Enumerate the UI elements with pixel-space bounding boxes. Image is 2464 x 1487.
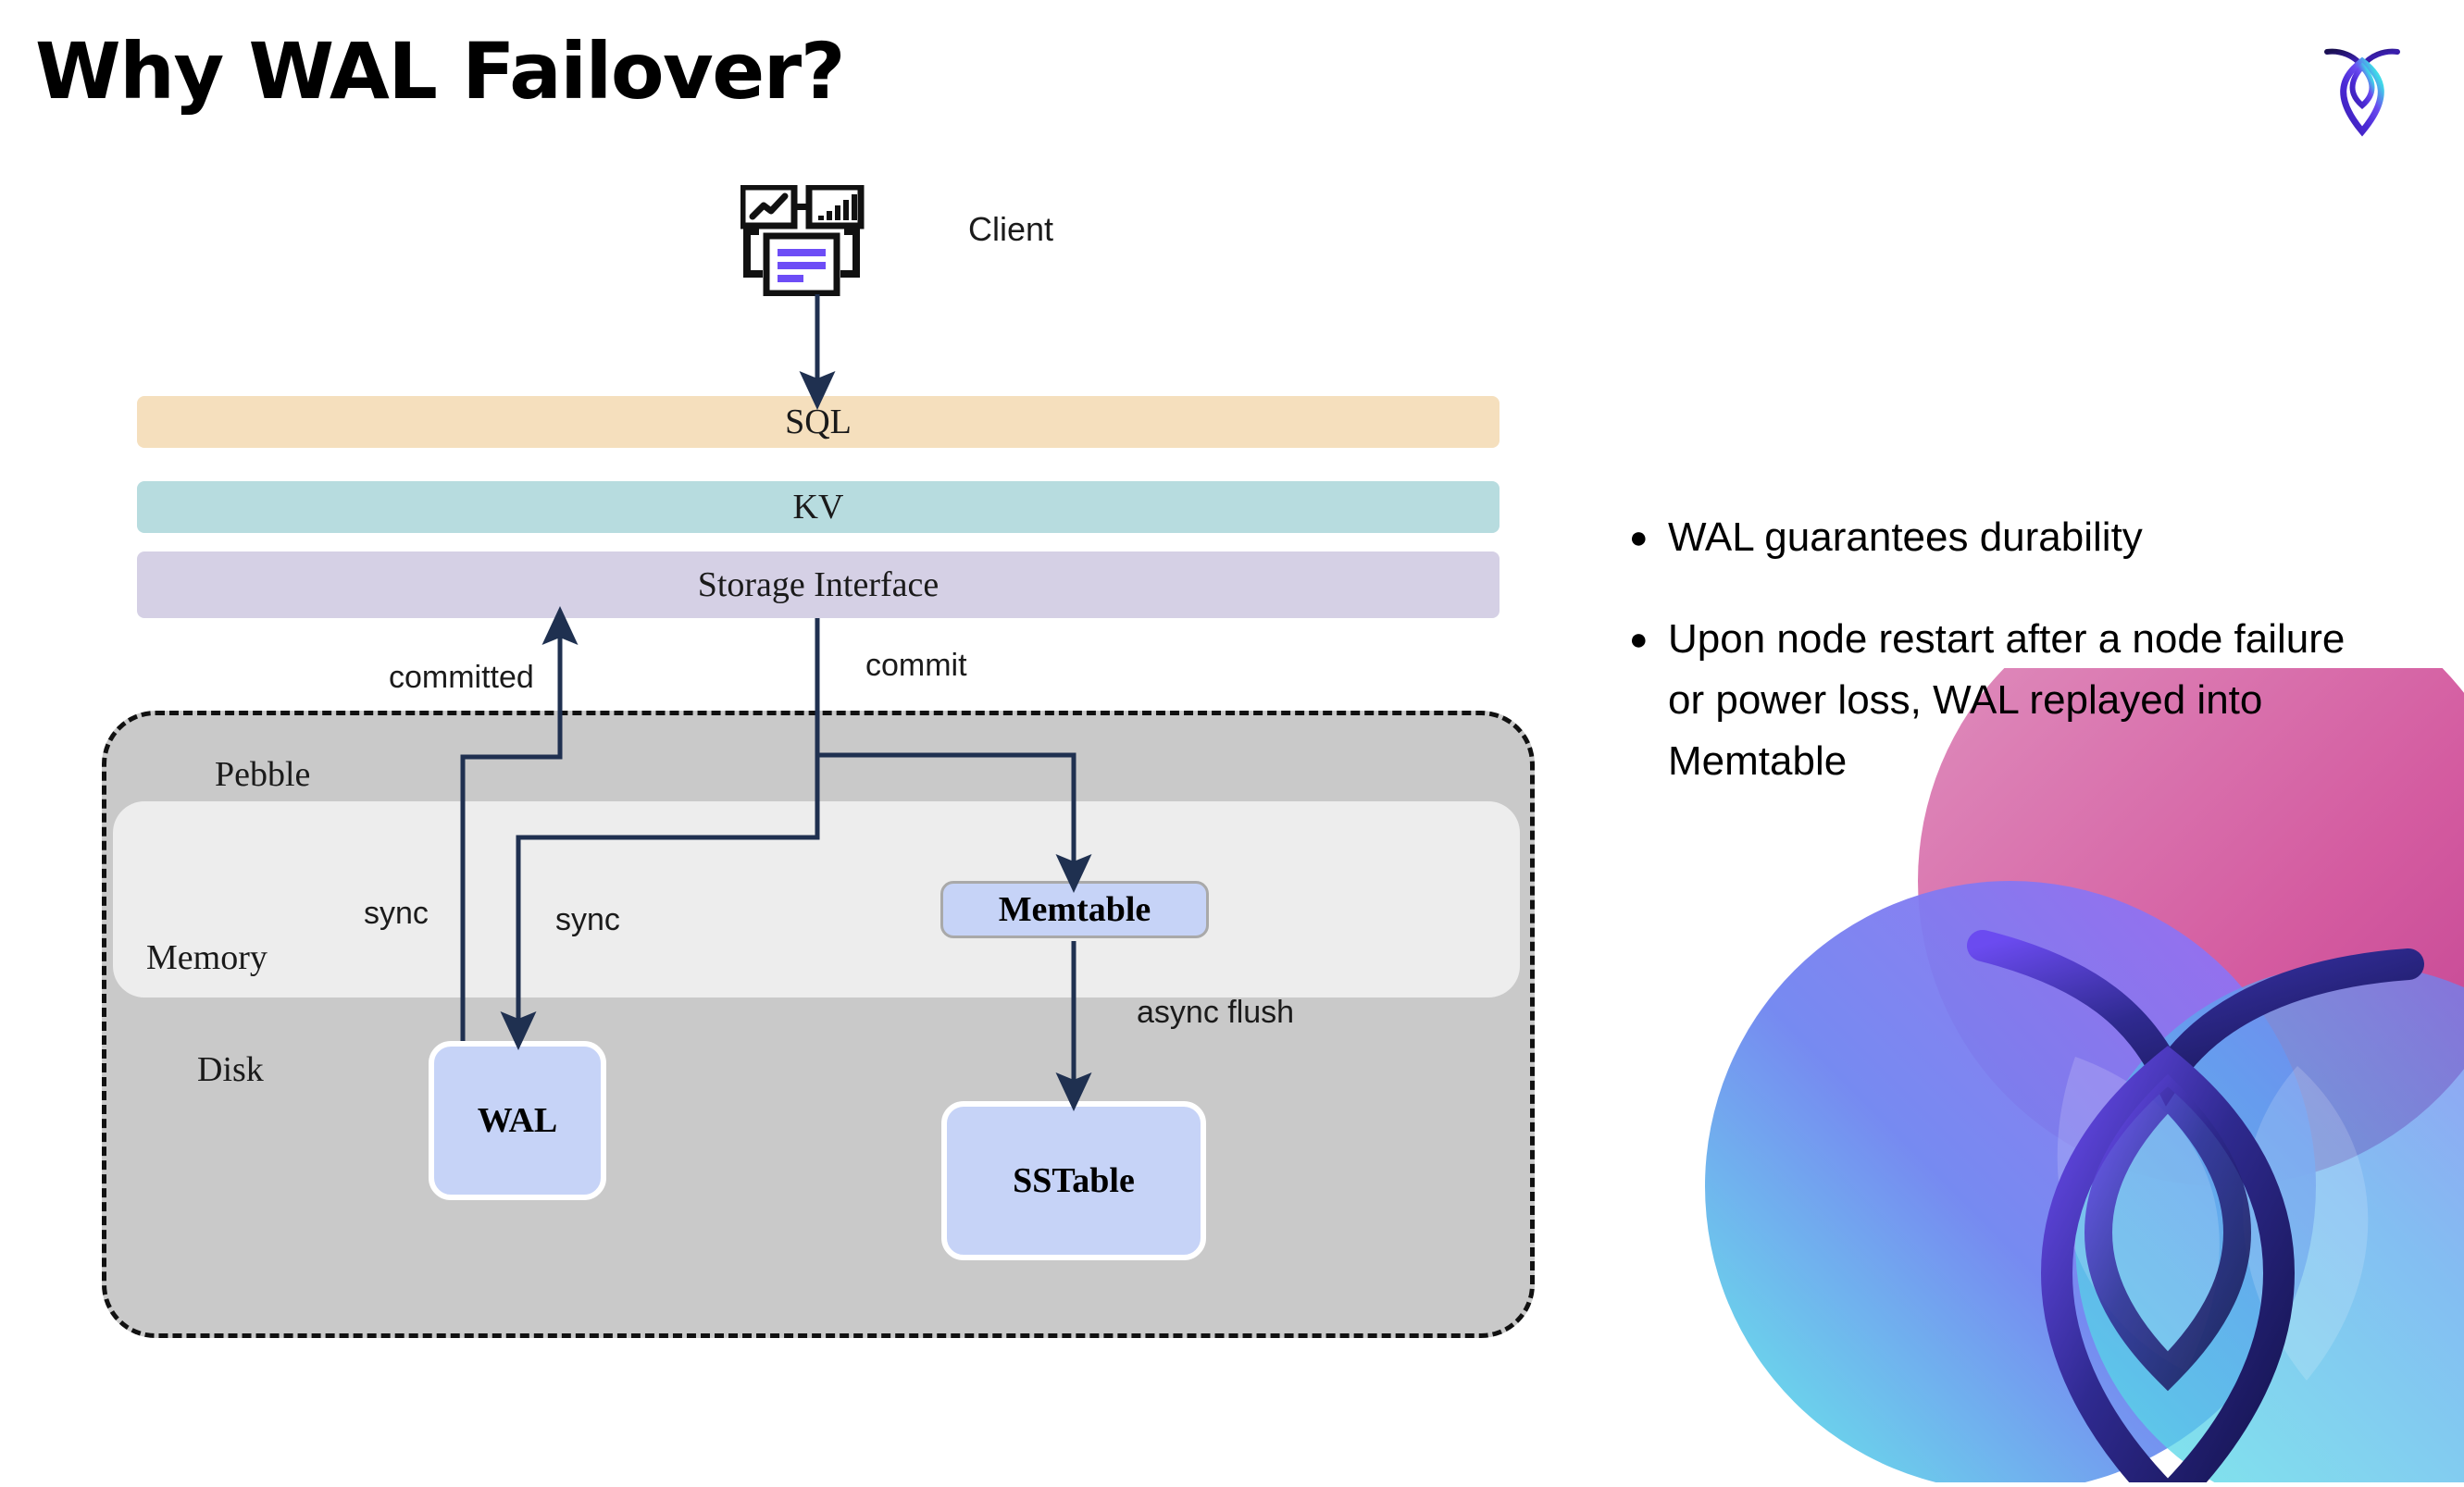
bullet-text: Upon node restart after a node failure o… — [1668, 616, 2346, 784]
layer-label-kv: KV — [792, 488, 844, 527]
node-sstable-label: SSTable — [1013, 1161, 1135, 1200]
node-wal-label: WAL — [477, 1101, 558, 1140]
list-item: ● Upon node restart after a node failure… — [1629, 609, 2388, 792]
edge-label-commit: commit — [865, 648, 967, 683]
layer-label-storage-interface: Storage Interface — [697, 565, 940, 604]
client-label: Client — [968, 210, 1054, 248]
bullet-list: ● WAL guarantees durability ● Upon node … — [1629, 507, 2388, 833]
edge-label-async-flush: async flush — [1137, 995, 1295, 1030]
architecture-diagram: Client SQL KV Storage Interface Pebble M… — [102, 183, 1535, 1338]
memory-label: Memory — [146, 938, 268, 977]
page-title: Why WAL Failover? — [35, 26, 845, 117]
bullet-marker-icon: ● — [1629, 622, 1649, 657]
client-dashboard-icon — [739, 183, 889, 297]
layer-bar-storage-interface: Storage Interface — [137, 551, 1500, 618]
layer-label-sql: SQL — [785, 403, 852, 441]
disk-label: Disk — [197, 1050, 264, 1089]
memory-container — [113, 801, 1520, 998]
cockroach-leaf-logo-icon — [2307, 30, 2418, 141]
node-memtable: Memtable — [940, 881, 1209, 938]
edge-label-sync-left: sync — [364, 896, 429, 931]
node-wal: WAL — [429, 1041, 606, 1200]
list-item: ● WAL guarantees durability — [1629, 507, 2388, 568]
layer-bar-kv: KV — [137, 481, 1500, 533]
edge-label-committed: committed — [389, 660, 534, 695]
layer-bar-sql: SQL — [137, 396, 1500, 448]
bullet-text: WAL guarantees durability — [1668, 514, 2143, 560]
bullet-marker-icon: ● — [1629, 520, 1649, 555]
edge-label-sync-right: sync — [555, 902, 620, 937]
node-sstable: SSTable — [941, 1101, 1206, 1260]
pebble-label: Pebble — [215, 755, 311, 794]
node-memtable-label: Memtable — [998, 890, 1151, 929]
